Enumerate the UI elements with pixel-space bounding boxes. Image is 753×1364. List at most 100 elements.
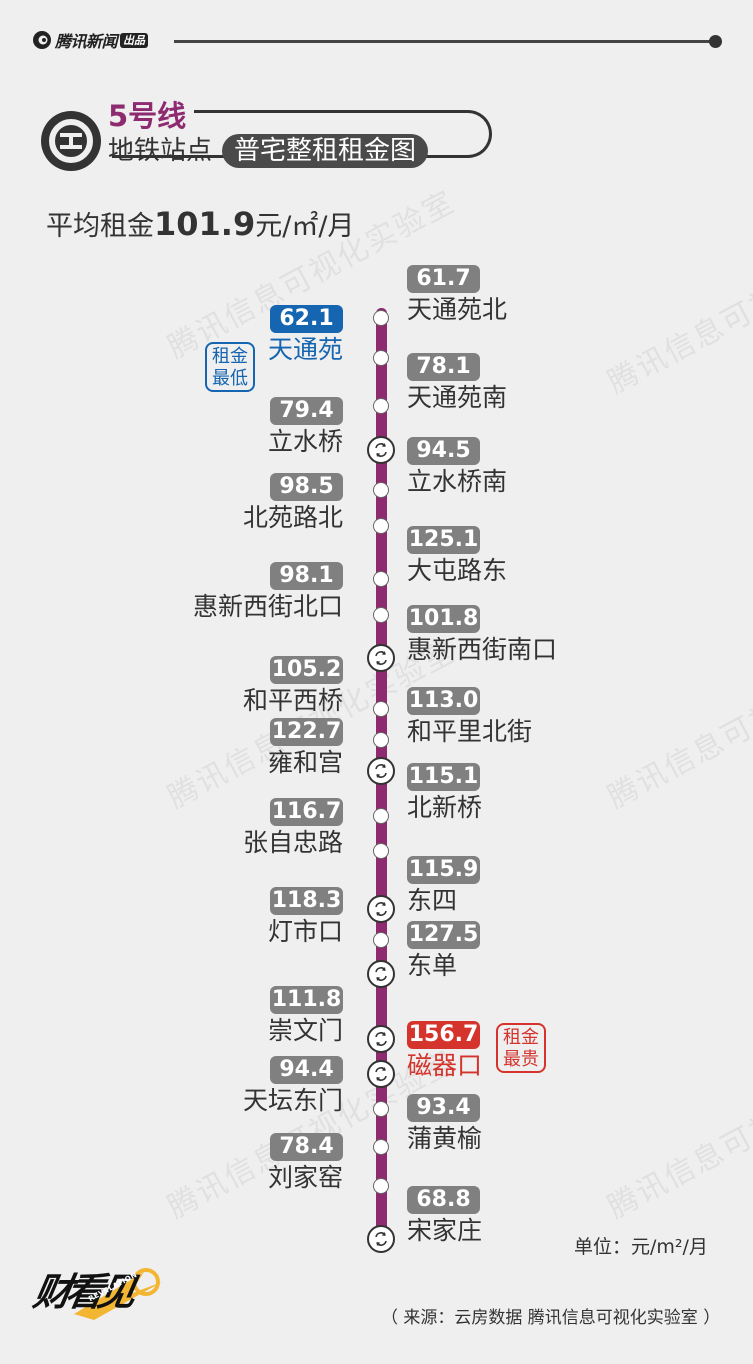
station-marker bbox=[373, 843, 389, 859]
station-price: 105.2 bbox=[270, 656, 343, 684]
station-name: 东四 bbox=[407, 886, 458, 915]
highest-tag-line: 最贵 bbox=[503, 1049, 539, 1070]
station-price: 94.5 bbox=[407, 437, 480, 465]
station-name: 北新桥 bbox=[407, 793, 483, 822]
station-price: 101.8 bbox=[407, 605, 480, 633]
station-price: 94.4 bbox=[270, 1056, 343, 1084]
highest-rent-tag: 租金 最贵 bbox=[496, 1023, 546, 1073]
station-name: 和平里北街 bbox=[407, 717, 533, 746]
line-name: 5号线 bbox=[108, 98, 195, 134]
tencent-news-icon bbox=[33, 31, 51, 49]
station-marker bbox=[373, 310, 389, 326]
station-price: 115.1 bbox=[407, 763, 480, 791]
station-marker bbox=[373, 1178, 389, 1194]
station-marker bbox=[373, 607, 389, 623]
station-marker bbox=[373, 808, 389, 824]
show-logo-mark bbox=[74, 1268, 162, 1320]
average-value: 101.9 bbox=[154, 205, 256, 243]
station-name: 磁器口 bbox=[407, 1051, 483, 1080]
station-price: 79.4 bbox=[270, 397, 343, 425]
station-price: 127.5 bbox=[407, 921, 480, 949]
station-price: 98.5 bbox=[270, 473, 343, 501]
station-price: 113.0 bbox=[407, 687, 480, 715]
station-price: 122.7 bbox=[270, 718, 343, 746]
station-name: 崇文门 bbox=[267, 1016, 343, 1045]
transfer-icon bbox=[375, 1232, 387, 1246]
transfer-station-marker bbox=[367, 895, 395, 923]
station-marker bbox=[373, 571, 389, 587]
station-name: 宋家庄 bbox=[407, 1216, 483, 1245]
station-price: 93.4 bbox=[407, 1094, 480, 1122]
station-price: 78.4 bbox=[270, 1133, 343, 1161]
station-name: 立水桥南 bbox=[407, 467, 508, 496]
station-name: 北苑路北 bbox=[242, 503, 343, 532]
station-price: 98.1 bbox=[270, 562, 343, 590]
transfer-icon bbox=[375, 902, 387, 916]
source-note: （ 来源：云房数据 腾讯信息可视化实验室 ） bbox=[381, 1308, 721, 1328]
station-marker bbox=[373, 1139, 389, 1155]
station-marker bbox=[373, 398, 389, 414]
station-name: 灯市口 bbox=[267, 917, 343, 946]
transfer-icon bbox=[375, 651, 387, 665]
lowest-tag-line: 租金 bbox=[212, 346, 248, 367]
transfer-station-marker bbox=[367, 436, 395, 464]
station-price: 78.1 bbox=[407, 353, 480, 381]
station-price: 116.7 bbox=[270, 798, 343, 826]
station-marker bbox=[373, 350, 389, 366]
watermark: 腾讯信息可视化实验室 bbox=[602, 219, 753, 401]
brand: 腾讯新闻 出品 bbox=[32, 28, 149, 52]
station-price: 61.7 bbox=[407, 265, 480, 293]
brand-badge: 出品 bbox=[120, 32, 149, 48]
station-name: 雍和宫 bbox=[267, 748, 343, 777]
show-logo-text: 财看见 bbox=[30, 1270, 134, 1314]
header-rule bbox=[174, 40, 716, 43]
transfer-station-marker bbox=[367, 1060, 395, 1088]
watermark: 腾讯信息可视化实验室 bbox=[602, 1044, 753, 1226]
station-price: 68.8 bbox=[407, 1186, 480, 1214]
subtitle-tag: 普宅整租租金图 bbox=[222, 134, 429, 168]
lowest-tag-line: 最低 bbox=[212, 368, 248, 389]
station-name: 天通苑南 bbox=[407, 383, 508, 412]
header-dot bbox=[709, 35, 722, 48]
station-marker bbox=[373, 518, 389, 534]
station-name: 张自忠路 bbox=[242, 828, 343, 857]
transfer-icon bbox=[375, 764, 387, 778]
station-marker bbox=[373, 732, 389, 748]
station-name: 惠新西街南口 bbox=[407, 635, 558, 664]
station-name: 东单 bbox=[407, 951, 458, 980]
beijing-subway-logo-icon bbox=[41, 111, 101, 171]
station-price: 111.8 bbox=[270, 986, 343, 1014]
average-rent: 平均租金101.9元/㎡/月 bbox=[46, 204, 354, 247]
transfer-icon bbox=[375, 443, 387, 457]
station-name: 天坛东门 bbox=[242, 1086, 343, 1115]
average-unit: 元/㎡/月 bbox=[255, 211, 355, 242]
station-price: 118.3 bbox=[270, 887, 343, 915]
watermark: 腾讯信息可视化实验室 bbox=[602, 634, 753, 816]
average-label: 平均租金 bbox=[46, 211, 154, 242]
highest-tag-line: 租金 bbox=[503, 1027, 539, 1048]
station-name: 天通苑北 bbox=[407, 295, 508, 324]
transfer-station-marker bbox=[367, 1025, 395, 1053]
transfer-station-marker bbox=[367, 1225, 395, 1253]
transfer-station-marker bbox=[367, 757, 395, 785]
station-price: 125.1 bbox=[407, 526, 480, 554]
station-name: 立水桥 bbox=[267, 427, 343, 456]
lowest-rent-tag: 租金 最低 bbox=[205, 342, 255, 392]
station-price: 115.9 bbox=[407, 856, 480, 884]
transfer-icon bbox=[375, 1067, 387, 1081]
transfer-station-marker bbox=[367, 644, 395, 672]
station-marker bbox=[373, 482, 389, 498]
station-name: 大屯路东 bbox=[407, 556, 508, 585]
subtitle: 地铁站点 bbox=[108, 136, 213, 166]
station-name: 惠新西街北口 bbox=[192, 592, 343, 621]
station-name: 刘家窑 bbox=[267, 1163, 343, 1192]
station-name: 和平西桥 bbox=[242, 686, 343, 715]
station-marker bbox=[373, 701, 389, 717]
transfer-station-marker bbox=[367, 960, 395, 988]
transfer-icon bbox=[375, 967, 387, 981]
brand-name: 腾讯新闻 bbox=[55, 32, 118, 51]
station-name: 蒲黄榆 bbox=[407, 1124, 483, 1153]
station-marker bbox=[373, 932, 389, 948]
station-price: 156.7 bbox=[407, 1021, 480, 1049]
